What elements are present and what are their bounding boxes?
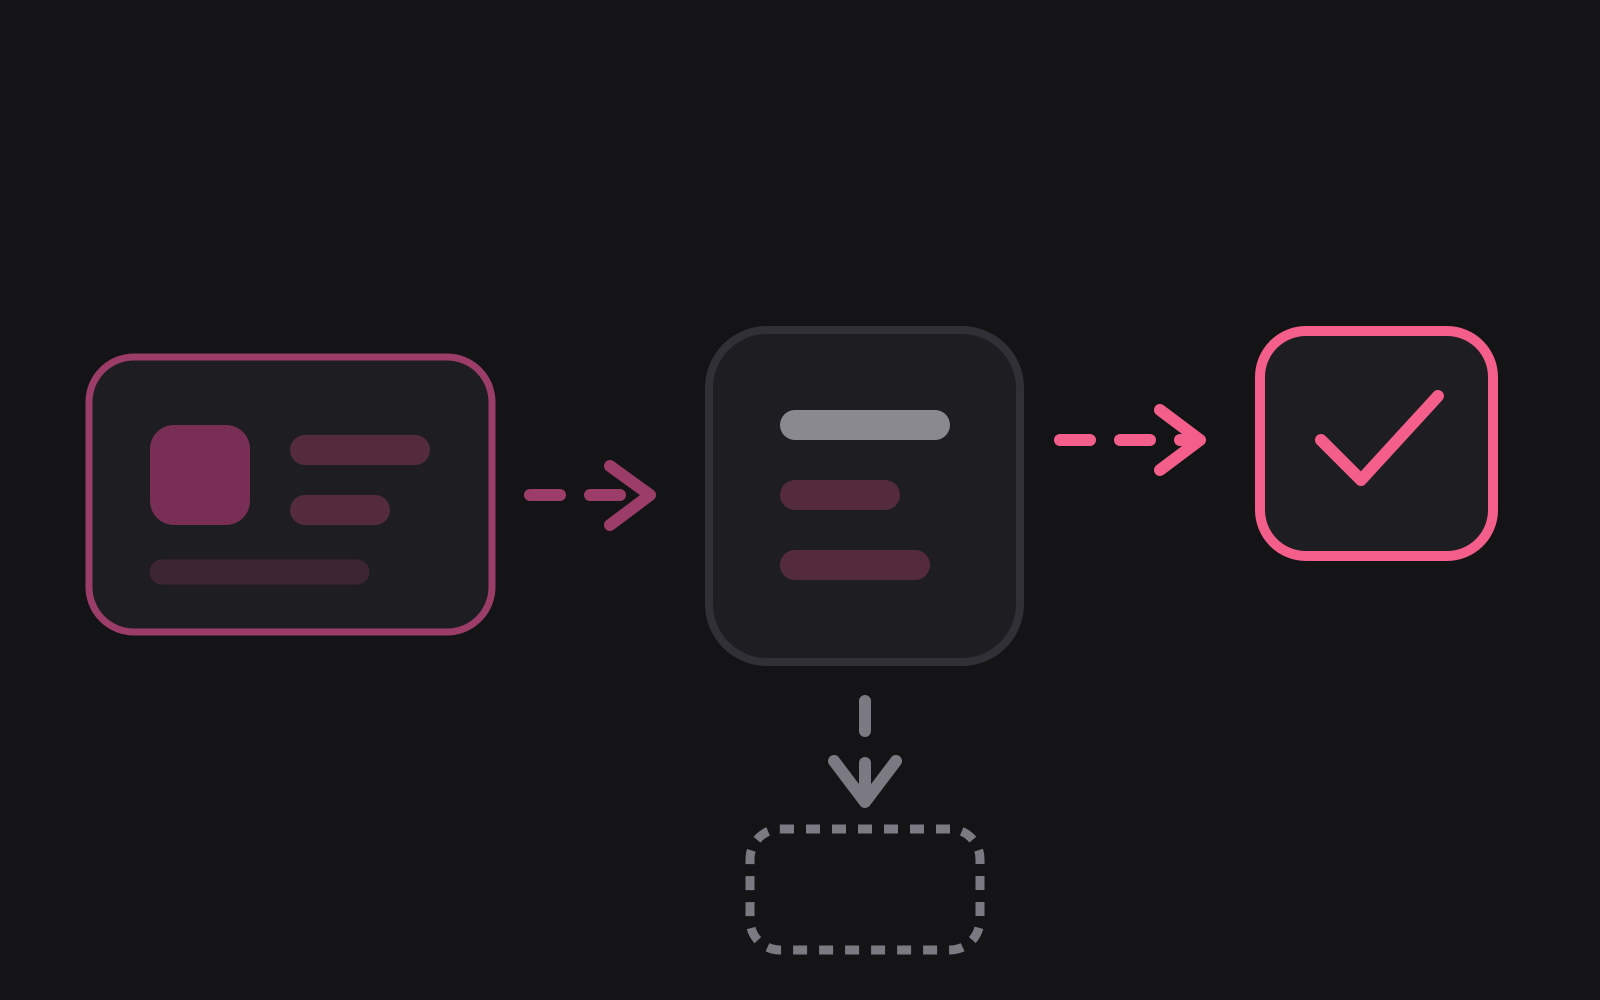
source-card-frame [85,353,496,636]
checkmark-icon [1315,390,1444,486]
complete-node [1255,326,1498,561]
arrow-right-icon [524,460,656,531]
edge-arrowhead [828,755,902,808]
document-node [705,326,1024,666]
complete-frame [1255,326,1498,561]
arrow-down-icon [828,695,902,808]
document-lines-icon [780,410,950,580]
arrow-right-icon [1054,404,1206,476]
avatar-block [150,425,250,525]
edge-arrowhead [1154,404,1206,476]
source-card-node [85,353,496,636]
id-card-icon [149,425,430,585]
edge-arrowhead [604,460,656,531]
placeholder-node [745,824,985,955]
